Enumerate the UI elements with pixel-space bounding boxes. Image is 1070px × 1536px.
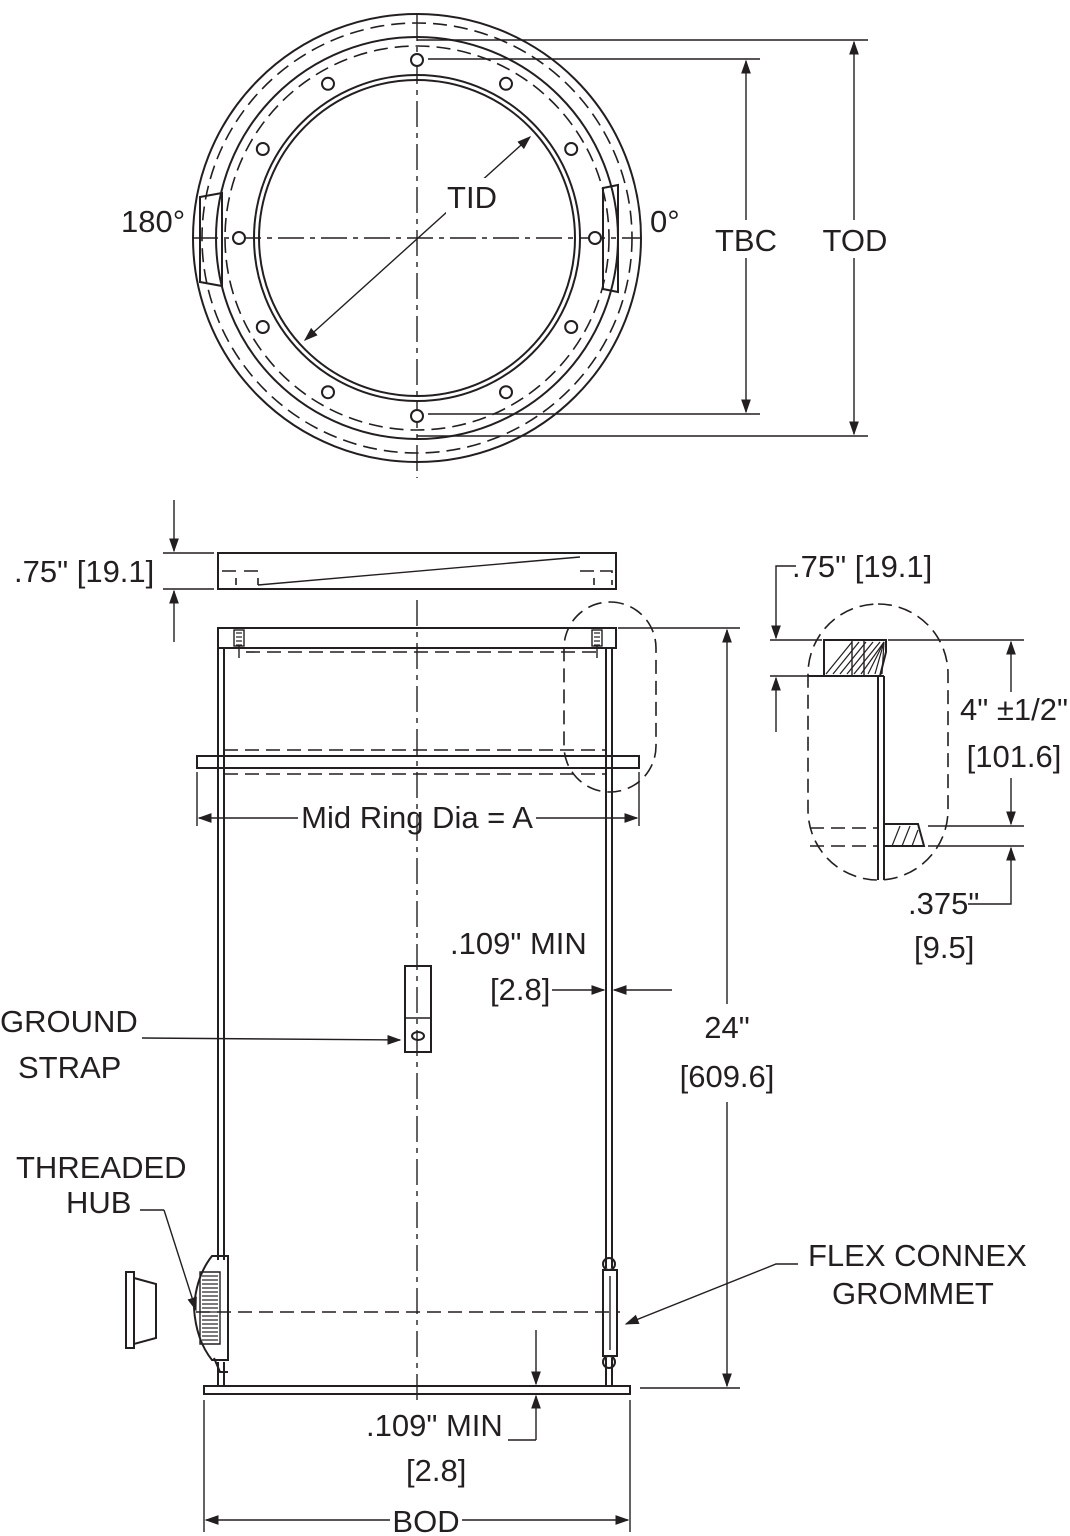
angle-180-label: 180° bbox=[121, 204, 185, 239]
cover-thickness-label: .75" [19.1] bbox=[14, 554, 154, 589]
hatch-line bbox=[832, 641, 860, 675]
grommet-label-1: FLEX CONNEX bbox=[808, 1238, 1027, 1273]
wall-min-mm-label: [2.8] bbox=[490, 972, 550, 1007]
detail-flange-label: .75" [19.1] bbox=[792, 549, 932, 584]
threaded-hub bbox=[192, 1255, 229, 1373]
base-min-label: .109" MIN bbox=[366, 1408, 503, 1443]
tbc-label: TBC bbox=[715, 223, 777, 258]
hatch-line bbox=[860, 641, 885, 675]
ground-strap-label-2: STRAP bbox=[18, 1050, 121, 1085]
lug-left bbox=[199, 191, 223, 288]
detail-offset-label: 4" ±1/2" bbox=[960, 692, 1068, 727]
detail-ring-label: .375" bbox=[908, 886, 979, 921]
ground-strap-label-1: GROUND bbox=[0, 1004, 138, 1039]
detail-mid-ring bbox=[883, 823, 926, 847]
outer-hidden-circle bbox=[201, 22, 633, 454]
top-bolt-right bbox=[591, 629, 603, 658]
cover-recess-left bbox=[222, 570, 259, 585]
bolt-hole bbox=[564, 320, 579, 334]
threaded-hub-label-1: THREADED bbox=[16, 1150, 187, 1185]
bolt-hole bbox=[410, 53, 424, 67]
right-wall bbox=[605, 648, 613, 1268]
hatch-line bbox=[874, 641, 885, 675]
bolt-hole bbox=[499, 76, 513, 91]
detail-offset-mm-label: [101.6] bbox=[967, 739, 1062, 774]
cover-recess-right bbox=[580, 570, 613, 585]
bolt-hole bbox=[255, 320, 270, 334]
hatch-line bbox=[825, 641, 853, 675]
detail-view: .75" [19.1] 4" ±1/2" [101.6] .375" [9.5] bbox=[770, 549, 1068, 965]
hub-threads bbox=[202, 1275, 218, 1341]
threaded-hub-leader-2 bbox=[163, 1209, 197, 1312]
base-flange bbox=[203, 1385, 631, 1395]
mid-ring bbox=[196, 755, 640, 769]
ground-strap-leader bbox=[141, 1035, 402, 1045]
detail-flange bbox=[823, 639, 887, 677]
outer-circle bbox=[192, 13, 642, 463]
left-wall bbox=[217, 648, 225, 1260]
angle-0-label: 0° bbox=[650, 204, 680, 239]
bolt-hole bbox=[499, 385, 513, 400]
cover-outline bbox=[217, 552, 617, 590]
detail-ring-arrow bbox=[968, 846, 1016, 905]
flex-connex-grommet bbox=[602, 1257, 618, 1369]
tid-label: TID bbox=[447, 180, 497, 215]
body-side-view: Mid Ring Dia = A GROUND STRAP .109" MIN … bbox=[0, 600, 1027, 1536]
right-wall-lower bbox=[605, 1358, 613, 1386]
hatch-line bbox=[867, 641, 885, 675]
height-mm-label: [609.6] bbox=[680, 1059, 775, 1094]
bolt-hole bbox=[410, 409, 424, 423]
wall-min-label: .109" MIN bbox=[450, 926, 587, 961]
bolt-hole bbox=[255, 142, 270, 156]
hatch-line bbox=[839, 641, 867, 675]
bolt-hole bbox=[232, 231, 246, 245]
hatch-line bbox=[853, 641, 881, 675]
inner-circle-tid bbox=[253, 74, 581, 402]
height-label: 24" bbox=[704, 1010, 750, 1045]
detail-flange-hatch bbox=[825, 641, 885, 675]
top-view: TID 180° 0° TBC TOD bbox=[121, 13, 890, 478]
detail-bubble bbox=[807, 603, 949, 881]
detail-ring-mm-label: [9.5] bbox=[914, 930, 974, 965]
left-wall-lower bbox=[217, 1362, 225, 1386]
hatch-line bbox=[846, 641, 874, 675]
top-bolt-left bbox=[233, 629, 245, 658]
cover-side-view: .75" [19.1] bbox=[14, 500, 617, 642]
detail-flange-arrow-top bbox=[771, 565, 796, 640]
inner-circle-tid-2 bbox=[258, 79, 576, 397]
bolt-holes bbox=[232, 53, 602, 423]
bolt-hole bbox=[564, 142, 579, 156]
cover-slope bbox=[257, 556, 581, 586]
grommet-leader bbox=[624, 1263, 798, 1325]
lug-right bbox=[602, 183, 619, 294]
tod-label: TOD bbox=[823, 223, 888, 258]
hub-cap bbox=[125, 1271, 157, 1349]
base-min-mm-label: [2.8] bbox=[406, 1453, 466, 1488]
hatch-line bbox=[881, 641, 885, 675]
inner-hidden-circle bbox=[224, 45, 610, 431]
ground-strap bbox=[404, 965, 432, 1053]
bolt-hole bbox=[588, 231, 602, 245]
tid-leader bbox=[303, 136, 532, 341]
threaded-hub-label-2: HUB bbox=[66, 1185, 131, 1220]
bod-label: BOD bbox=[392, 1504, 459, 1536]
grommet-label-2: GROMMET bbox=[832, 1276, 994, 1311]
bolt-hole bbox=[321, 76, 335, 91]
detail-callout-bubble bbox=[563, 601, 657, 793]
bolt-hole bbox=[321, 385, 335, 400]
